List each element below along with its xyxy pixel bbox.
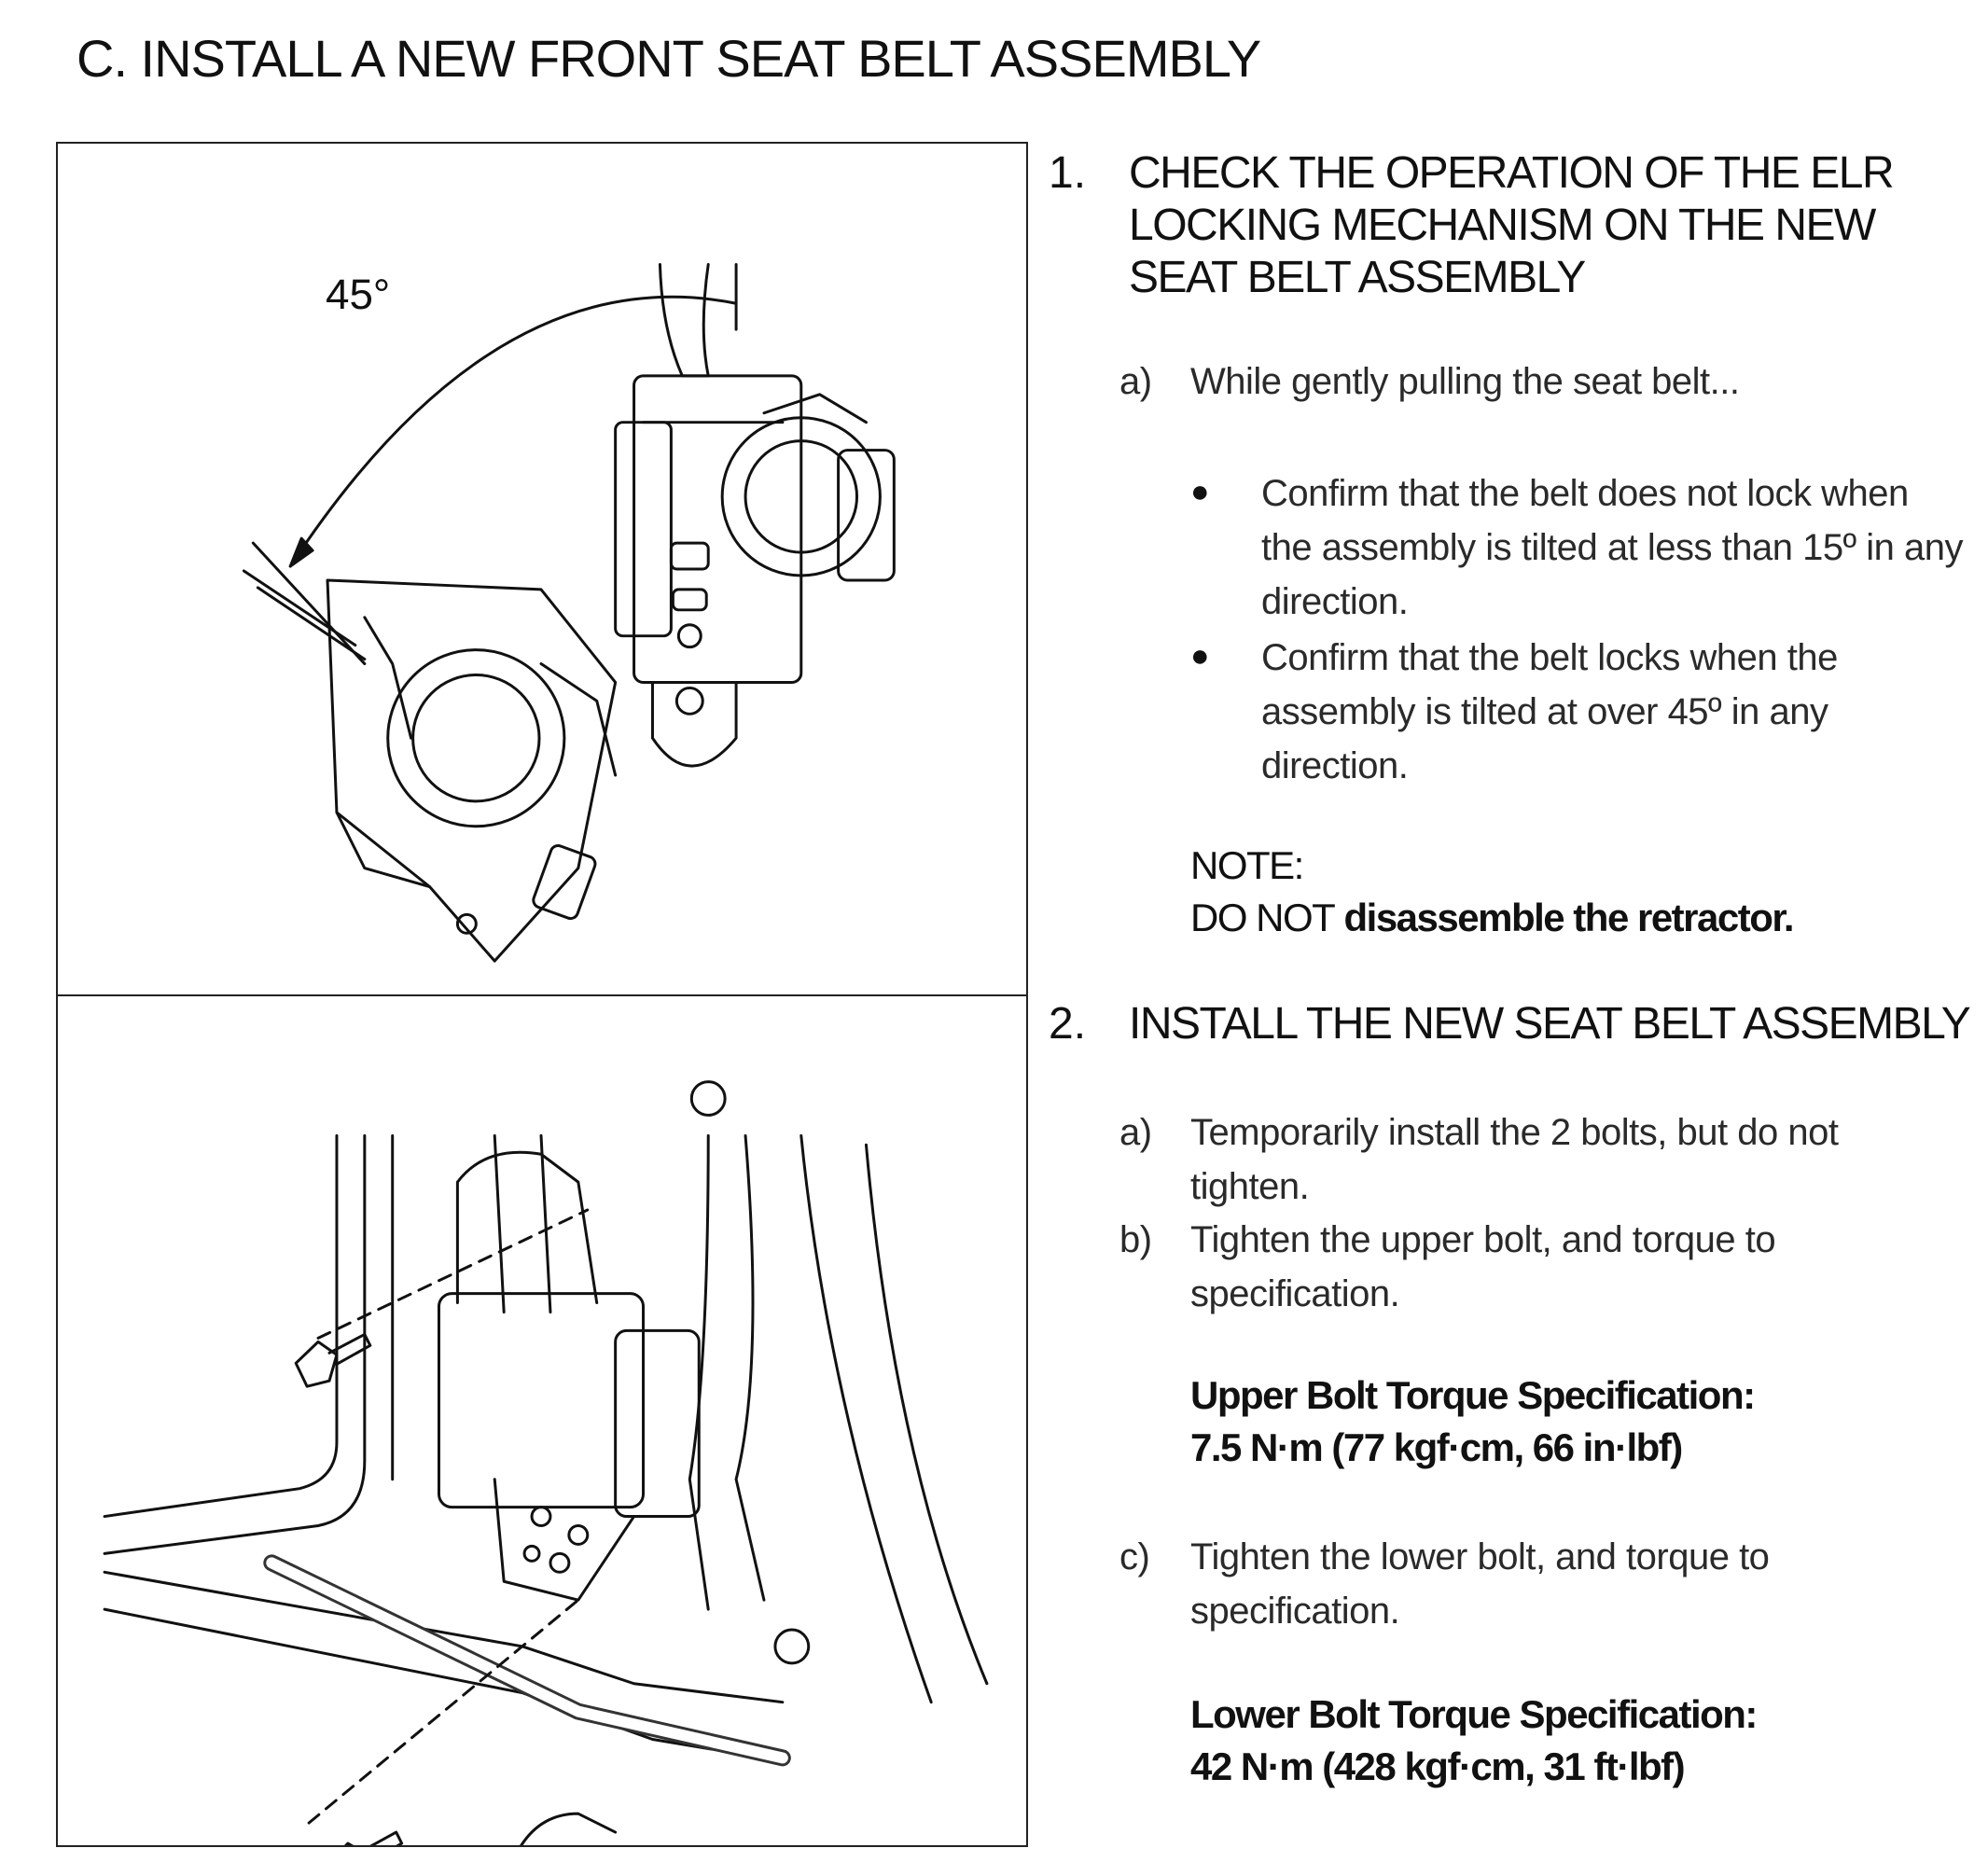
lower-bolt-spec: Lower Bolt Torque Specification: 42 N·m … [1190, 1688, 1758, 1793]
step-2-sub-a-marker: a) [1119, 1112, 1152, 1153]
step-1-heading-line: CHECK THE OPERATION OF THE ELR [1129, 148, 1895, 198]
retractor-body [437, 1292, 646, 1509]
bullet-icon: ● [1190, 474, 1210, 509]
step-2-sub-b-marker: b) [1119, 1219, 1152, 1260]
step-1-heading-line: SEAT BELT ASSEMBLY [1129, 253, 1586, 302]
upper-spec-value: 7.5 N·m (77 kgf·cm, 66 in·lbf) [1190, 1425, 1683, 1469]
bullet-2-text: Confirm that the belt locks when the ass… [1261, 631, 1838, 793]
note-block: NOTE: DO NOT disassemble the retractor. [1190, 840, 1795, 944]
belt-webbing-upright [658, 262, 710, 378]
bullet-2-line: Confirm that the belt locks when the [1261, 637, 1838, 678]
figure-install [56, 994, 1028, 1847]
upper-bolt-guide [316, 1208, 590, 1340]
step-2-sub-c-text: Tighten the lower bolt, and torque to sp… [1190, 1530, 1770, 1638]
upper-bolt-icon [294, 1340, 339, 1388]
step-2-heading: INSTALL THE NEW SEAT BELT ASSEMBLY [1129, 999, 1971, 1049]
bullet-1-line: direction. [1261, 581, 1409, 622]
bullet-icon: ● [1190, 638, 1210, 674]
angle-arc [288, 295, 738, 568]
step-1-sub-a-marker: a) [1119, 361, 1152, 402]
sub-c-line: specification. [1190, 1591, 1400, 1632]
page-title: C. INSTALL A NEW FRONT SEAT BELT ASSEMBL… [76, 29, 1261, 88]
bullet-1-line: Confirm that the belt does not lock when [1261, 473, 1909, 514]
pillar-edge-left [103, 1133, 339, 1519]
bullet-2-line: assembly is tilted at over 45º in any [1261, 691, 1828, 732]
pillar-install-illustration [103, 1080, 989, 1845]
angle-label: 45° [326, 271, 390, 318]
upper-bolt-spec: Upper Bolt Torque Specification: 7.5 N·m… [1190, 1369, 1756, 1474]
step-1-heading: CHECK THE OPERATION OF THE ELR LOCKING M… [1129, 147, 1895, 304]
step-2-sub-b-text: Tighten the upper bolt, and torque to sp… [1190, 1213, 1776, 1321]
belt-webbing-tilted [242, 569, 357, 647]
note-text: disassemble the retractor. [1334, 896, 1794, 939]
note-label: NOTE: [1190, 843, 1304, 887]
step-2-sub-c-marker: c) [1119, 1536, 1150, 1577]
sub-b-line: specification. [1190, 1273, 1400, 1314]
lower-spec-value: 42 N·m (428 kgf·cm, 31 ft·lbf) [1190, 1744, 1686, 1788]
sub-c-line: Tighten the lower bolt, and torque to [1190, 1536, 1770, 1577]
step-1-heading-line: LOCKING MECHANISM ON THE NEW [1129, 201, 1876, 250]
pillar-hole-icon [689, 1080, 727, 1117]
retractor-tilt-illustration: 45° [242, 262, 896, 963]
note-emphasis: DO NOT [1190, 896, 1336, 939]
upper-spec-label: Upper Bolt Torque Specification: [1190, 1373, 1756, 1417]
step-1-sub-a-text: While gently pulling the seat belt... [1190, 361, 1740, 402]
bullet-2-line: direction. [1261, 745, 1409, 786]
sub-b-line: Tighten the upper bolt, and torque to [1190, 1219, 1776, 1260]
bullet-1-line: the assembly is tilted at less than 15º … [1261, 527, 1964, 568]
step-2-sub-a-text: Temporarily install the 2 bolts, but do … [1190, 1105, 1839, 1214]
step-1-number: 1. [1049, 148, 1087, 198]
sub-a-line: tighten. [1190, 1166, 1310, 1207]
lower-spec-label: Lower Bolt Torque Specification: [1190, 1692, 1758, 1736]
arc-arrowhead [288, 536, 314, 568]
step-2-number: 2. [1049, 999, 1087, 1049]
lower-bolt-guide [307, 1598, 580, 1825]
lower-bolt-icon [343, 1841, 355, 1845]
figure-elr-tilt: 45° [56, 142, 1028, 996]
pillar-edge-right [864, 1143, 989, 1686]
bullet-1-text: Confirm that the belt does not lock when… [1261, 466, 1964, 629]
sub-a-line: Temporarily install the 2 bolts, but do … [1190, 1112, 1839, 1153]
